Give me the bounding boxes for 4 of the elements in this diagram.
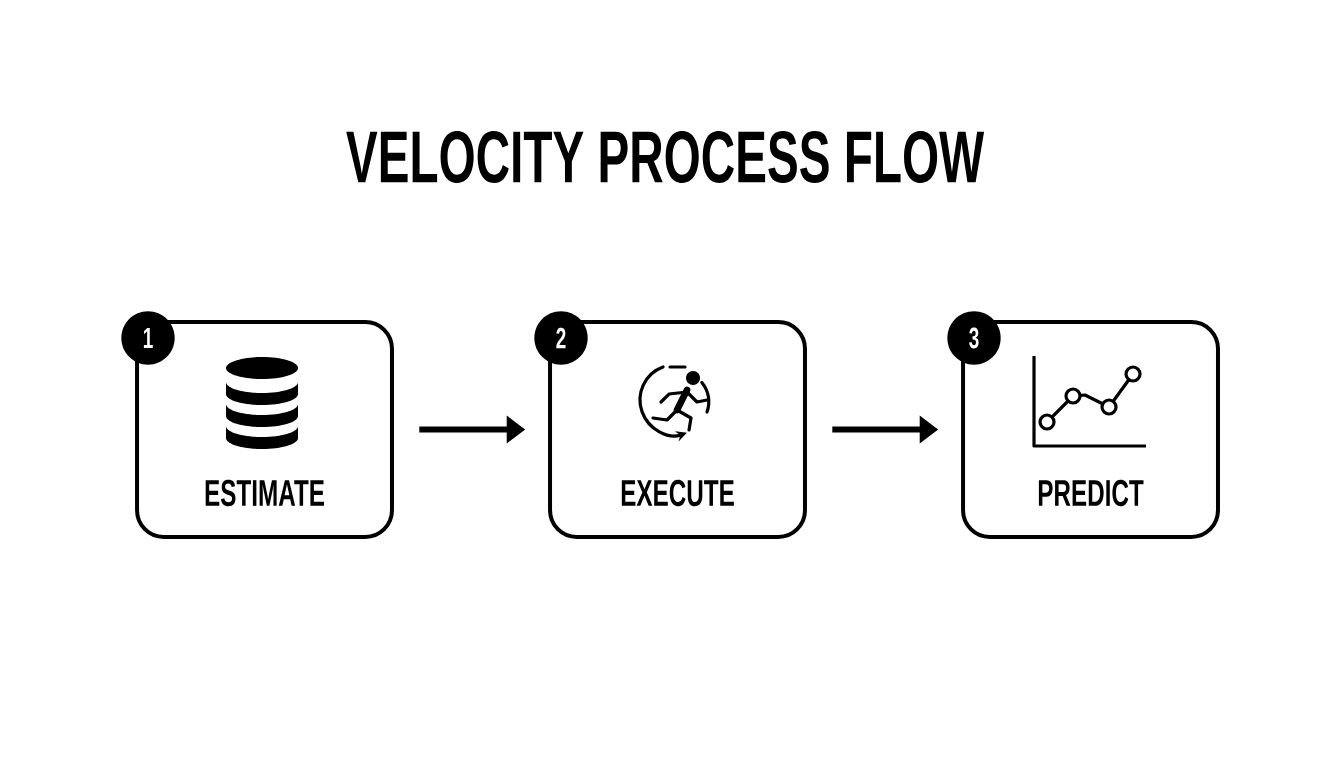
title: VELOCITY PROCESS FLOW [346, 131, 985, 183]
step-badge: 3 [947, 311, 1001, 365]
step-badge: 2 [534, 311, 588, 365]
step-badge: 1 [121, 311, 175, 365]
